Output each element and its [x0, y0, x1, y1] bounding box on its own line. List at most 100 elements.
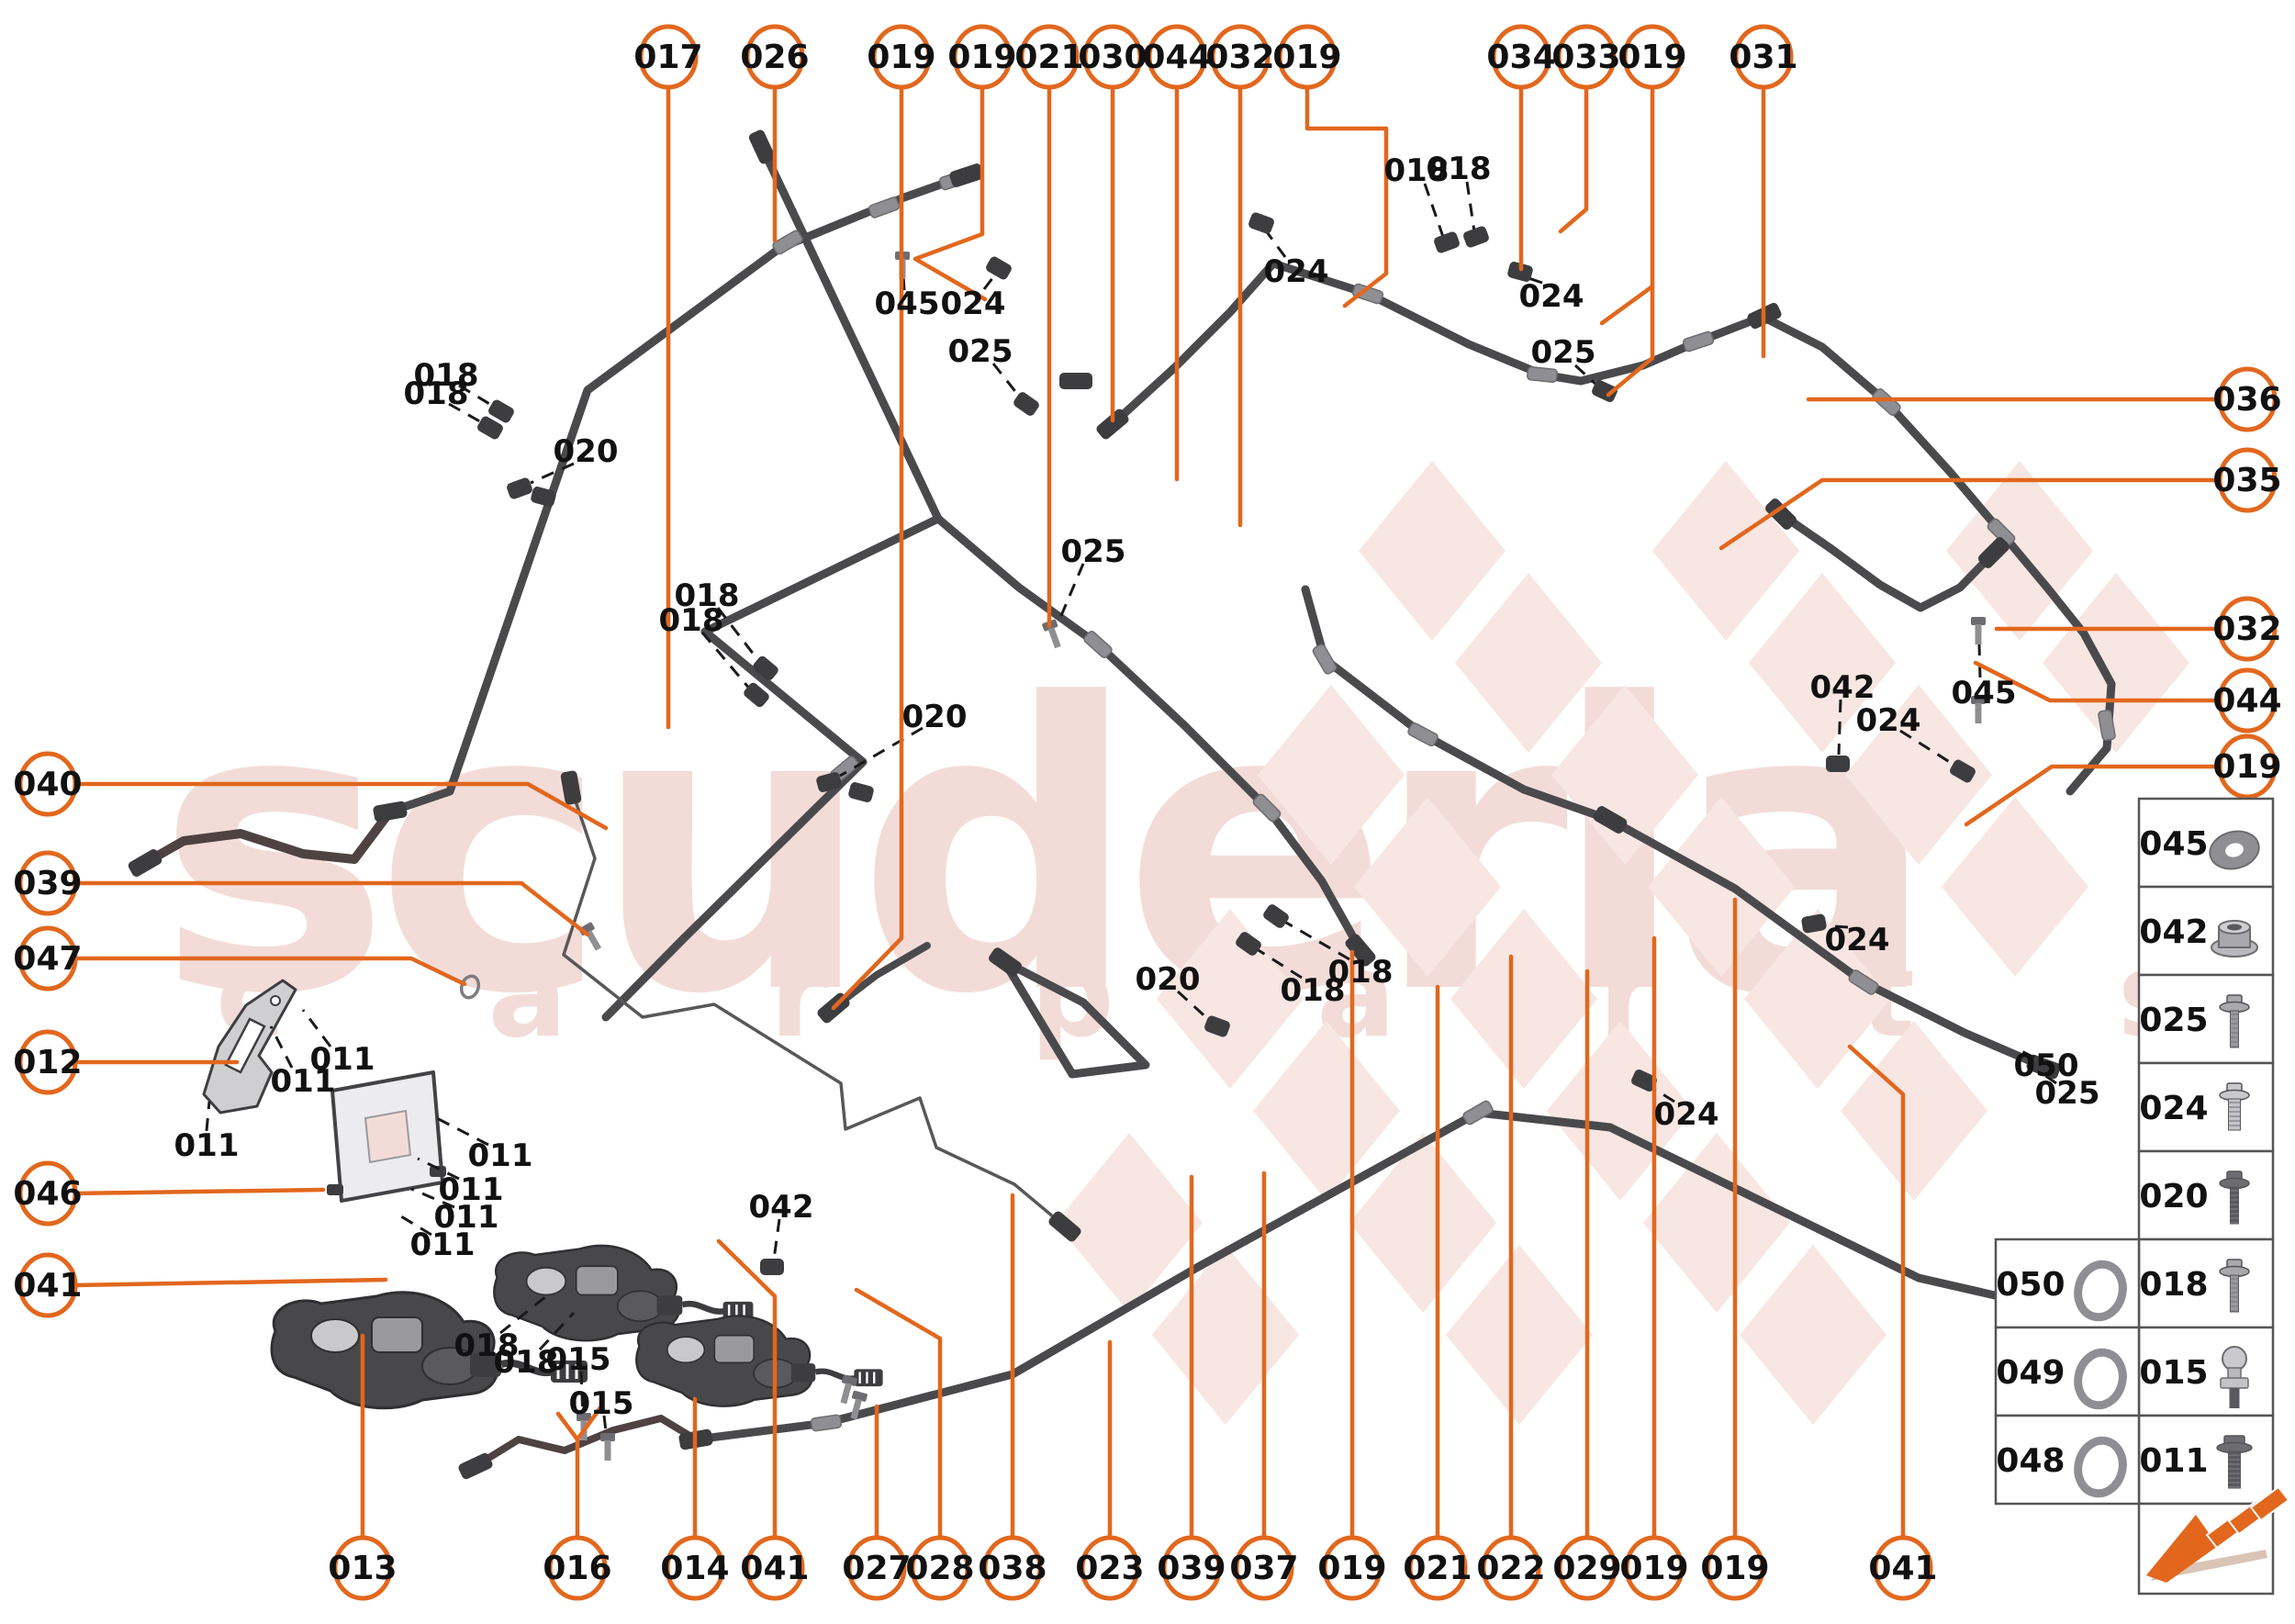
callout-021[interactable]: 021 — [1014, 24, 1084, 90]
callout-circle[interactable] — [1019, 24, 1080, 90]
callout-circle[interactable] — [332, 1535, 393, 1601]
callout-019[interactable]: 019 — [2212, 734, 2282, 800]
callout-circle[interactable] — [1147, 24, 1207, 90]
callout-036[interactable]: 036 — [2212, 366, 2282, 432]
callout-019[interactable]: 019 — [1619, 1535, 1689, 1601]
retaining-clip — [986, 256, 1012, 280]
legend-row-020: 020 — [2137, 1149, 2275, 1241]
callout-circle[interactable] — [17, 1160, 78, 1226]
callout-circle[interactable] — [846, 1535, 907, 1601]
callout-circle[interactable] — [1556, 24, 1617, 90]
callout-016[interactable]: 016 — [543, 1535, 612, 1601]
pointer-dashed-line — [579, 1371, 585, 1419]
callout-013[interactable]: 013 — [328, 1535, 397, 1601]
callout-circle[interactable] — [17, 751, 78, 817]
retaining-clip — [1204, 1015, 1230, 1037]
checker-diamond — [1845, 685, 1992, 865]
callout-circle[interactable] — [982, 1535, 1043, 1601]
callout-circle[interactable] — [1277, 24, 1338, 90]
legend-row-050: 050 — [1994, 1238, 2141, 1329]
callout-039[interactable]: 039 — [1157, 1535, 1226, 1601]
tube-fitting — [1848, 969, 1879, 995]
checker-diamond — [1450, 909, 1597, 1089]
callout-circle[interactable] — [1873, 1535, 1933, 1601]
callout-019[interactable]: 019 — [1317, 1535, 1387, 1601]
checker-diamond — [1359, 461, 1506, 641]
callout-039[interactable]: 039 — [13, 850, 83, 916]
callout-035[interactable]: 035 — [2212, 447, 2282, 513]
callout-circle[interactable] — [1322, 1535, 1383, 1601]
callout-038[interactable]: 038 — [978, 1535, 1047, 1601]
callout-circle[interactable] — [952, 24, 1013, 90]
callout-028[interactable]: 028 — [905, 1535, 975, 1601]
callout-circle[interactable] — [1705, 1535, 1765, 1601]
callout-017[interactable]: 017 — [633, 24, 703, 90]
callout-circle[interactable] — [1557, 1535, 1618, 1601]
callout-circle[interactable] — [2217, 447, 2278, 513]
leader-line — [1558, 84, 1589, 234]
callout-circle[interactable] — [871, 24, 932, 90]
callout-022[interactable]: 022 — [1476, 1535, 1546, 1601]
callout-circle[interactable] — [17, 925, 78, 991]
callout-030[interactable]: 030 — [1078, 24, 1148, 90]
callout-circle[interactable] — [1491, 24, 1551, 90]
tube-fitting — [1312, 644, 1338, 675]
part-number-label: 045 — [1952, 675, 2017, 711]
callout-027[interactable]: 027 — [842, 1535, 912, 1601]
callout-014[interactable]: 014 — [660, 1535, 730, 1601]
callout-circle[interactable] — [1733, 24, 1794, 90]
callout-047[interactable]: 047 — [13, 925, 83, 991]
callout-012[interactable]: 012 — [13, 1029, 83, 1095]
callout-circle[interactable] — [744, 24, 805, 90]
callout-circle[interactable] — [1210, 24, 1271, 90]
callout-circle[interactable] — [1082, 24, 1143, 90]
callout-circle[interactable] — [1234, 1535, 1294, 1601]
callout-041[interactable]: 041 — [1868, 1535, 1938, 1601]
callout-019[interactable]: 019 — [1272, 24, 1342, 90]
tube-connector-cap — [1096, 409, 1129, 440]
callout-019[interactable]: 019 — [1618, 24, 1687, 90]
callout-circle[interactable] — [2217, 366, 2278, 432]
callout-029[interactable]: 029 — [1552, 1535, 1622, 1601]
callout-044[interactable]: 044 — [1142, 24, 1212, 90]
callout-041[interactable]: 041 — [740, 1535, 810, 1601]
callout-circle[interactable] — [910, 1535, 970, 1601]
callout-circle[interactable] — [1080, 1535, 1140, 1601]
callout-circle[interactable] — [17, 1252, 78, 1318]
callout-032[interactable]: 032 — [2212, 596, 2282, 662]
leader-line — [831, 84, 904, 1011]
callout-032[interactable]: 032 — [1205, 24, 1275, 90]
callout-circle[interactable] — [1161, 1535, 1222, 1601]
callout-circle[interactable] — [2217, 734, 2278, 800]
callout-circle[interactable] — [638, 24, 699, 90]
callout-034[interactable]: 034 — [1486, 24, 1556, 90]
callout-circle[interactable] — [1624, 1535, 1685, 1601]
pointer-dashed-line — [700, 632, 753, 691]
fuel-line-tube — [386, 171, 971, 816]
callout-circle[interactable] — [1407, 1535, 1468, 1601]
callout-circle[interactable] — [1481, 1535, 1541, 1601]
callout-circle[interactable] — [1622, 24, 1683, 90]
callout-circle[interactable] — [744, 1535, 805, 1601]
callout-031[interactable]: 031 — [1729, 24, 1798, 90]
callout-019[interactable]: 019 — [947, 24, 1017, 90]
callout-046[interactable]: 046 — [13, 1160, 83, 1226]
callout-041[interactable]: 041 — [13, 1252, 83, 1318]
callout-circle[interactable] — [17, 850, 78, 916]
callout-026[interactable]: 026 — [740, 24, 810, 90]
callout-023[interactable]: 023 — [1075, 1535, 1145, 1601]
part-number-label: 015 — [546, 1341, 611, 1378]
callout-019[interactable]: 019 — [1700, 1535, 1770, 1601]
callout-circle[interactable] — [547, 1535, 608, 1601]
callout-033[interactable]: 033 — [1551, 24, 1621, 90]
callout-044[interactable]: 044 — [2212, 667, 2282, 734]
callout-019[interactable]: 019 — [867, 24, 936, 90]
callout-040[interactable]: 040 — [13, 751, 83, 817]
callout-circle[interactable] — [2217, 596, 2278, 662]
leader-line — [912, 84, 988, 302]
callout-037[interactable]: 037 — [1229, 1535, 1299, 1601]
callout-circle[interactable] — [2217, 667, 2278, 734]
callout-circle[interactable] — [17, 1029, 78, 1095]
callout-circle[interactable] — [665, 1535, 725, 1601]
callout-021[interactable]: 021 — [1403, 1535, 1472, 1601]
